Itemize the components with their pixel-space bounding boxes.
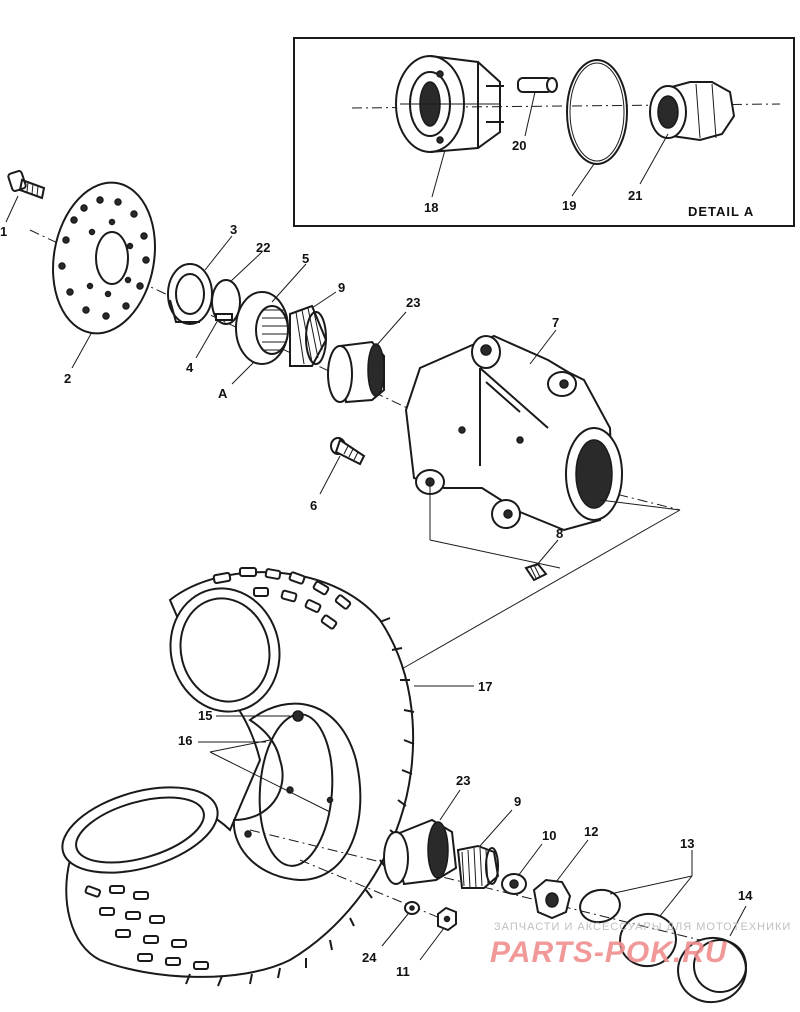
tire-wheel-assembly: 17 15 16 <box>61 567 701 987</box>
part-7-wheel-hub <box>404 334 623 532</box>
callout-4: 4 <box>186 360 194 375</box>
callout-8: 8 <box>556 526 563 541</box>
part-20-pin <box>517 77 558 93</box>
detail-a-frame <box>293 37 795 227</box>
part-8-grease-fitting <box>524 562 548 582</box>
part-23-race-upper <box>327 340 385 404</box>
part-21-hub-cap-nut <box>649 81 736 142</box>
callout-24: 24 <box>362 950 377 965</box>
part-15-valve-stem <box>292 710 304 722</box>
callout-12: 12 <box>584 824 598 839</box>
part-19-o-ring <box>566 59 628 165</box>
callout-6: 6 <box>310 498 317 513</box>
lower-hub-parts: 23 9 10 12 13 <box>362 773 753 1004</box>
callout-21: 21 <box>628 188 642 203</box>
part-12-castle-nut <box>532 878 572 920</box>
callout-9b: 9 <box>514 794 521 809</box>
watermark-logo: PARTS-POK.RU <box>490 936 728 969</box>
part-6-stud <box>330 437 366 466</box>
callout-10: 10 <box>542 828 556 843</box>
detail-a-title: DETAIL A <box>688 204 754 219</box>
part-18-drive-hub <box>395 55 504 153</box>
callout-9a: 9 <box>338 280 345 295</box>
part-22-circlip <box>211 279 241 325</box>
part-9-bearing-upper <box>289 304 328 367</box>
watermark-tagline: ЗАПЧАСТИ И АКСЕССУАРЫ ДЛЯ МОТОТЕХНИКИ <box>494 921 791 933</box>
callout-16: 16 <box>178 733 192 748</box>
part-17-tire <box>61 567 415 987</box>
callout-17: 17 <box>478 679 492 694</box>
callout-15: 15 <box>198 708 212 723</box>
callout-23a: 23 <box>406 295 420 310</box>
callout-a: A <box>218 386 228 401</box>
part-3-seal <box>167 263 213 325</box>
callout-3: 3 <box>230 222 237 237</box>
part-1-bolt <box>7 170 46 200</box>
callout-19: 19 <box>562 198 576 213</box>
callout-23b: 23 <box>456 773 470 788</box>
part-24-lock-washer <box>404 901 420 915</box>
callout-5: 5 <box>302 251 309 266</box>
callout-11: 11 <box>396 964 410 979</box>
callout-18: 18 <box>424 200 438 215</box>
callout-14: 14 <box>738 888 753 903</box>
callout-13: 13 <box>680 836 694 851</box>
part-4-key <box>215 313 233 321</box>
part-10-washer <box>501 873 527 895</box>
upper-hub-assembly: 1 2 <box>0 170 681 671</box>
part-11-nut <box>437 906 457 932</box>
part-5-hub-carrier <box>235 291 289 365</box>
callout-20: 20 <box>512 138 526 153</box>
callout-22: 22 <box>256 240 270 255</box>
part-14-dust-cap <box>677 936 747 1004</box>
callout-2: 2 <box>64 371 71 386</box>
part-13-seal-rings <box>579 888 677 968</box>
watermark: ЗАПЧАСТИ И АКСЕССУАРЫ ДЛЯ МОТОТЕХНИКИ PA… <box>490 921 791 969</box>
part-23-race-lower <box>383 818 458 886</box>
detail-a-panel: 18 20 19 21 DETAIL A <box>293 37 795 227</box>
part-2-brake-disc <box>52 181 156 335</box>
part-9-bearing-lower <box>456 844 500 889</box>
callout-7: 7 <box>552 315 559 330</box>
callout-1: 1 <box>0 224 7 239</box>
